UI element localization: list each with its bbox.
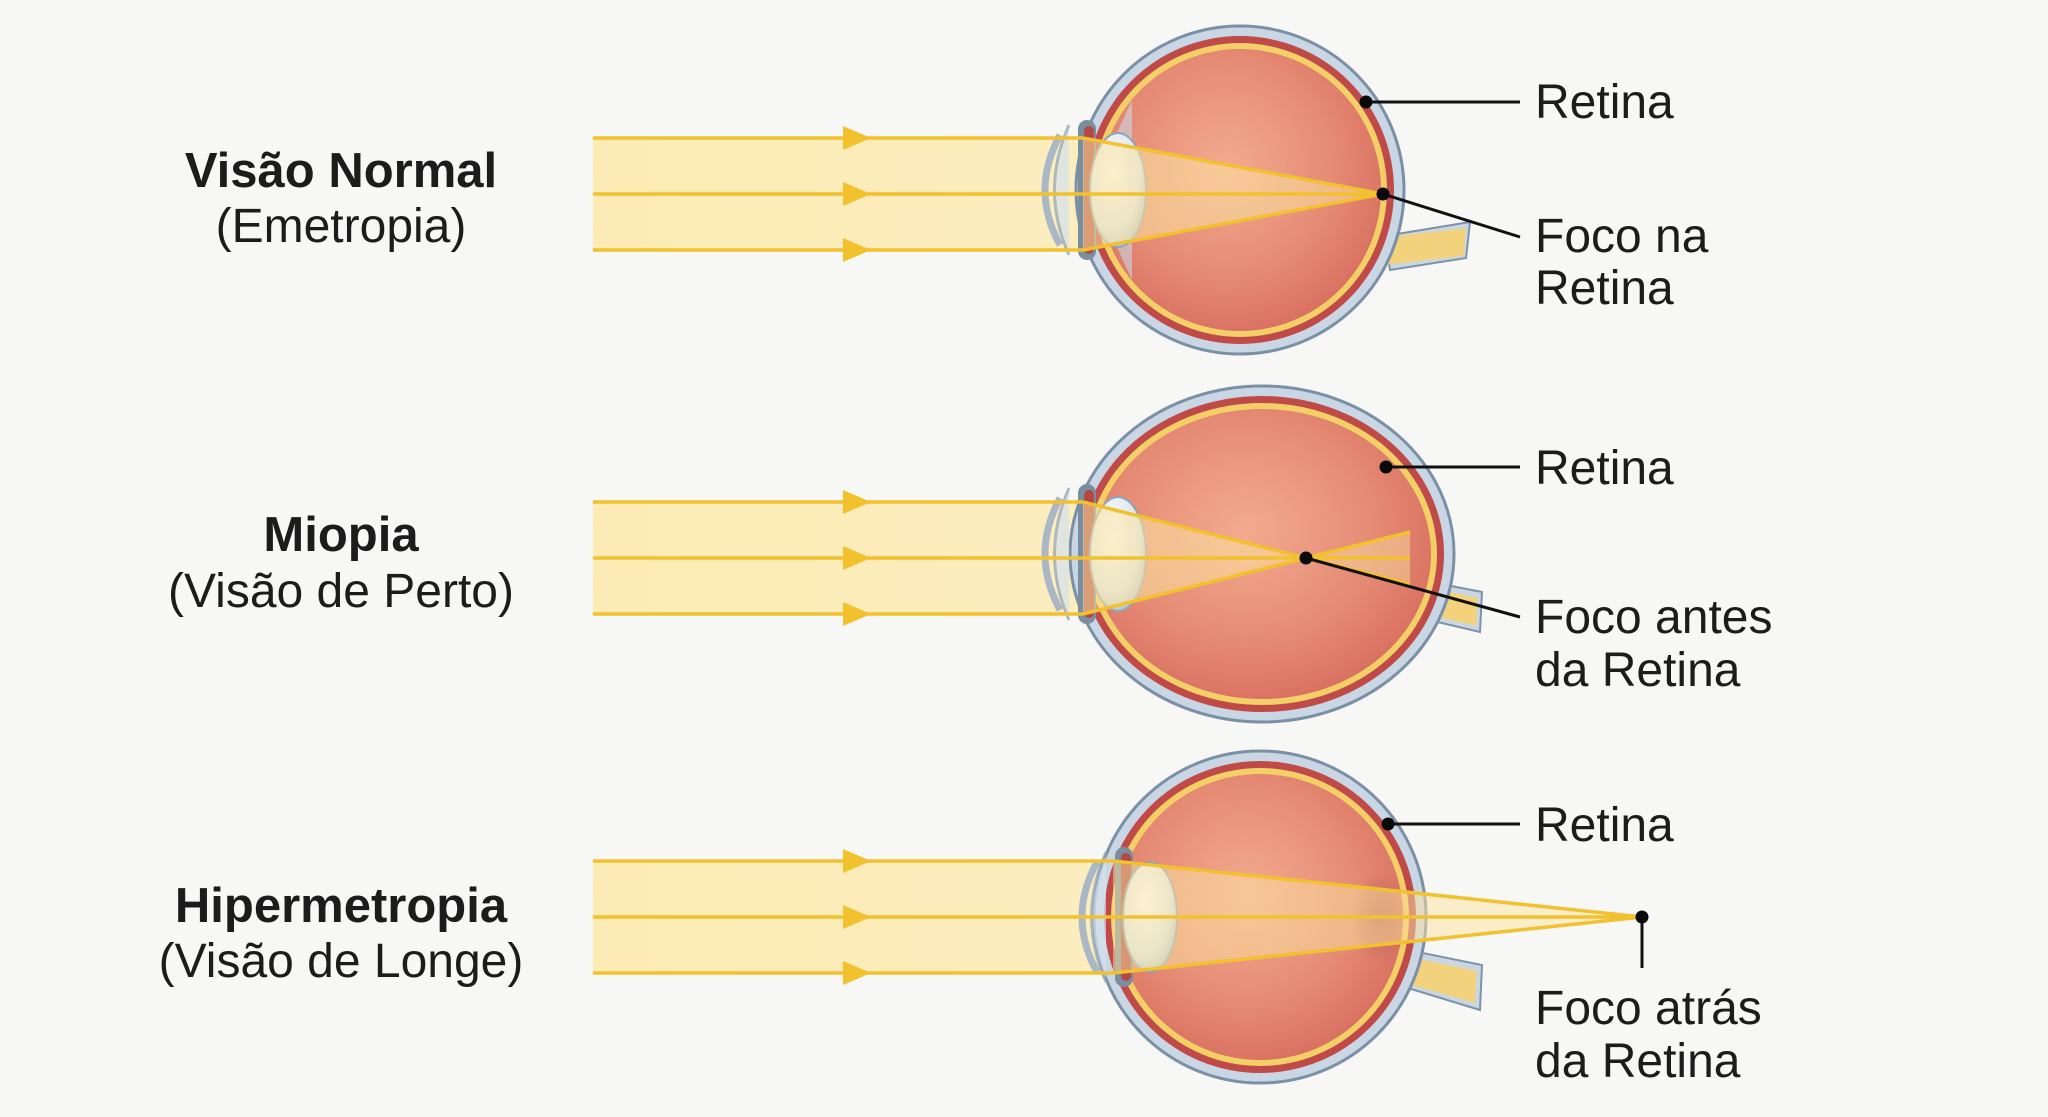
row-myopia-subtitle: (Visão de Perto) (168, 565, 514, 618)
row-myopia: Miopia (Visão de Perto) (168, 384, 1772, 724)
focus-point (1376, 187, 1390, 201)
row-hyperopia-focus-label-line1: Foco atrás (1535, 982, 1762, 1035)
row-normal-focus-label-line2: Retina (1535, 262, 1674, 315)
row-normal-subtitle: (Emetropia) (216, 200, 467, 253)
row-normal: Visão Normal (Emetropia) (185, 24, 1709, 356)
row-myopia-focus-label-line1: Foco antes (1535, 591, 1772, 644)
row-hyperopia-title: Hipermetropia (175, 879, 508, 933)
light-rays (593, 136, 1384, 252)
retina-marker (1359, 95, 1373, 109)
row-myopia-title: Miopia (263, 508, 419, 562)
retina-marker (1381, 817, 1395, 831)
light-ray-arrow (843, 126, 871, 262)
row-normal-focus-label-line1: Foco na (1535, 210, 1709, 263)
row-normal-retina-label: Retina (1535, 76, 1674, 129)
row-hyperopia: Hipermetropia (Visão de Longe) (159, 749, 1762, 1088)
row-myopia-retina-label: Retina (1535, 442, 1674, 495)
focus-point (1635, 910, 1649, 924)
light-ray-arrow (843, 849, 871, 985)
light-ray-arrow (843, 490, 871, 626)
row-hyperopia-retina-label: Retina (1535, 799, 1674, 852)
row-myopia-focus-label-line2: da Retina (1535, 644, 1741, 697)
retina-marker (1379, 460, 1393, 474)
row-normal-title: Visão Normal (185, 144, 497, 198)
row-hyperopia-subtitle: (Visão de Longe) (159, 935, 524, 988)
focus-point (1299, 551, 1313, 565)
light-rays (593, 500, 1411, 616)
row-hyperopia-focus-label-line2: da Retina (1535, 1035, 1741, 1088)
